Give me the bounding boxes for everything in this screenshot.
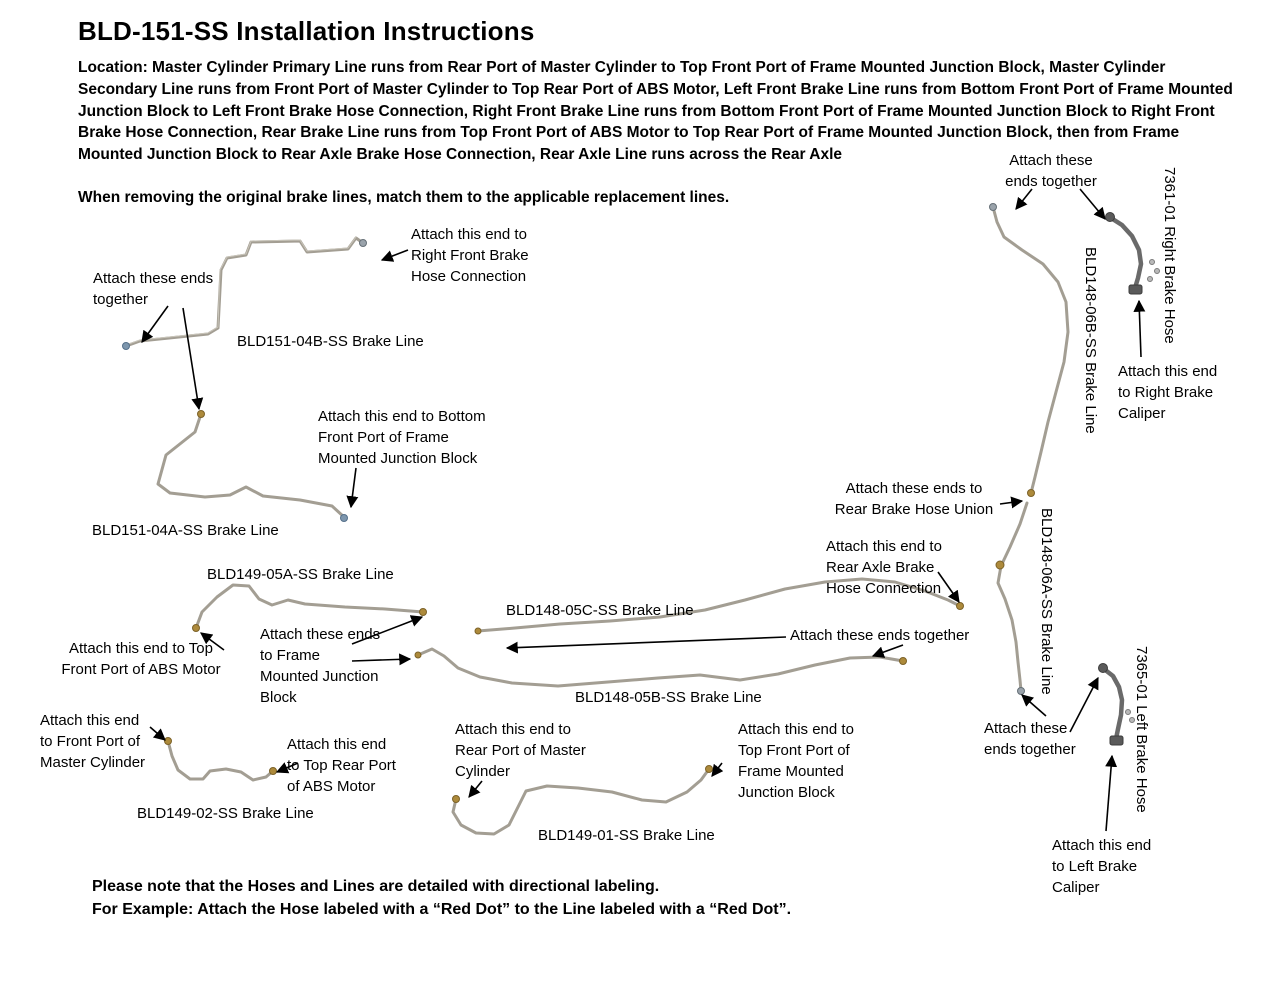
directional-labeling-note: Please note that the Hoses and Lines are… <box>92 878 660 895</box>
part-label-7365-01-left-brake-hose: 7365-01 Left Brake Hose <box>1133 646 1150 813</box>
part-label-bld148-05c: BLD148-05C-SS Brake Line <box>506 602 694 619</box>
annotation-left-brake-caliper: Attach this end to Left Brake Caliper <box>1052 837 1152 896</box>
brake-line-bld148-05c <box>476 577 962 633</box>
annotation-frame-mounted-junction-block: Attach these ends to Frame Mounted Junct… <box>260 626 381 706</box>
removal-note: When removing the original brake lines, … <box>78 189 730 206</box>
hose-fittings <box>1098 212 1160 746</box>
annotation-arrows <box>141 188 1146 832</box>
part-label-bld148-06a: BLD148-06A-SS Brake Line <box>1038 508 1055 695</box>
part-label-bld149-02: BLD149-02-SS Brake Line <box>137 805 314 822</box>
part-label-bld149-01: BLD149-01-SS Brake Line <box>538 827 715 844</box>
part-label-bld148-05b: BLD148-05B-SS Brake Line <box>575 689 762 706</box>
part-label-bld151-04a: BLD151-04A-SS Brake Line <box>92 522 279 539</box>
annotation-rear-port-master-cylinder: Attach this end to Rear Port of Master C… <box>455 721 586 780</box>
brake-line-bld149-02 <box>166 739 275 782</box>
brake-line-bld151-04a <box>156 412 346 519</box>
part-label-bld148-06b: BLD148-06B-SS Brake Line <box>1082 247 1099 434</box>
brake-line-bld148-05b <box>416 647 905 688</box>
page-title: BLD-151-SS Installation Instructions <box>78 16 535 46</box>
annotation-rear-brake-hose-union: Attach these ends to Rear Brake Hose Uni… <box>834 480 994 518</box>
annotation-right-brake-caliper: Attach this end to Right Brake Caliper <box>1118 363 1218 422</box>
annotation-right-front-brake-hose-connection: Attach this end to Right Front Brake Hos… <box>411 226 529 285</box>
brake-line-bld151-04b <box>124 236 365 348</box>
location-paragraph: Location: Master Cylinder Primary Line r… <box>78 59 1233 164</box>
brake-line-bld148-06a <box>996 501 1029 693</box>
annotation-attach-ends-together-mid: Attach these ends together <box>790 627 970 644</box>
brake-line-bld148-06b <box>991 205 1070 495</box>
annotation-top-rear-port-abs-motor: Attach this end to Top Rear Port of ABS … <box>287 736 396 795</box>
left-brake-hose-7365 <box>1101 666 1125 742</box>
line-fittings <box>122 203 1035 803</box>
annotation-front-port-master-cylinder: Attach this end to Front Port of Master … <box>40 712 146 771</box>
brake-line-bld149-01 <box>451 767 711 836</box>
brake-line-bld149-05a <box>194 583 425 630</box>
annotation-attach-ends-together-top-left: Attach these ends together <box>93 270 214 308</box>
right-brake-hose-7361 <box>1108 215 1144 291</box>
red-dot-example-note: For Example: Attach the Hose labeled wit… <box>92 901 792 918</box>
part-label-7361-01-right-brake-hose: 7361-01 Right Brake Hose <box>1161 167 1178 344</box>
part-label-bld149-05a: BLD149-05A-SS Brake Line <box>207 566 394 583</box>
annotation-rear-axle-brake-hose-connection: Attach this end to Rear Axle Brake Hose … <box>826 538 942 597</box>
annotation-top-front-port-abs-motor: Attach this end to Top Front Port of ABS… <box>61 640 221 678</box>
annotation-bottom-front-port-junction-block: Attach this end to Bottom Front Port of … <box>318 408 486 467</box>
part-label-bld151-04b: BLD151-04B-SS Brake Line <box>237 333 424 350</box>
annotation-attach-ends-together-top-right: Attach these ends together <box>1005 152 1097 190</box>
annotation-top-front-port-junction-block: Attach this end to Top Front Port of Fra… <box>738 721 854 801</box>
annotation-attach-ends-together-right-lower: Attach these ends together <box>984 720 1076 758</box>
